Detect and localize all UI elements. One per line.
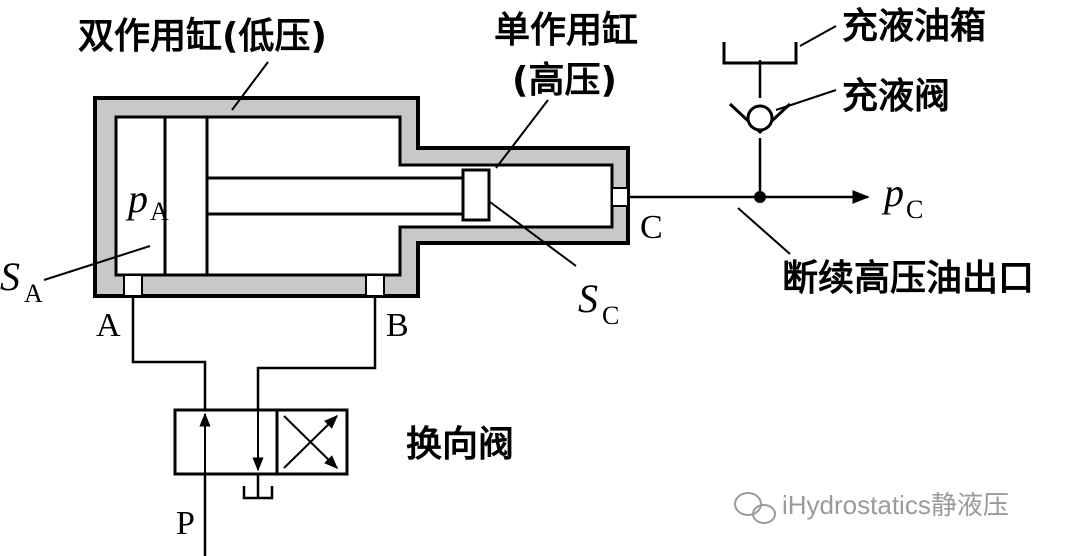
symbol-sa: S [0, 254, 20, 299]
piston-rod [205, 176, 465, 216]
port-b-opening [365, 274, 385, 297]
leader-sa [43, 245, 151, 281]
fill-tank-symbol [722, 42, 798, 65]
label-single-cylinder-line2: (高压) [512, 60, 617, 101]
label-single-cylinder-line1: 单作用缸 [494, 9, 638, 51]
small-plunger [461, 168, 491, 222]
label-fill-valve: 充液阀 [842, 76, 950, 117]
port-b-label: B [386, 307, 409, 344]
leader-sc [489, 201, 577, 267]
fill-check-valve [728, 98, 792, 138]
large-piston [163, 115, 209, 277]
symbol-pa: p [125, 176, 148, 221]
label-directional-valve: 换向阀 [406, 424, 514, 465]
leader-outlet [737, 207, 791, 255]
symbol-pc-sub: C [906, 195, 923, 224]
wechat-icon [734, 492, 776, 524]
directional-valve [173, 408, 349, 476]
leader-fill-tank [799, 25, 837, 47]
port-p-label: P [176, 505, 195, 542]
port-a-opening [123, 274, 143, 297]
label-outlet: 断续高压油出口 [782, 258, 1034, 299]
port-c-opening [611, 187, 629, 207]
symbol-sa-sub: A [24, 279, 43, 308]
leader-double-cylinder [231, 61, 269, 111]
port-a-label: A [96, 307, 121, 344]
leader-fill-valve [775, 89, 837, 111]
port-c-label: C [640, 209, 663, 246]
symbol-pc: p [881, 170, 904, 215]
label-double-cylinder: 双作用缸(低压) [78, 15, 327, 57]
leader-single-cylinder [495, 99, 549, 169]
symbol-sc: S [578, 276, 598, 321]
watermark-text: iHydrostatics静液压 [782, 490, 1009, 520]
symbol-sc-sub: C [602, 301, 619, 330]
label-fill-tank: 充液油箱 [842, 6, 986, 47]
watermark: iHydrostatics静液压 [734, 490, 1009, 524]
line-port-b [256, 296, 377, 410]
symbol-pa-sub: A [150, 197, 169, 226]
